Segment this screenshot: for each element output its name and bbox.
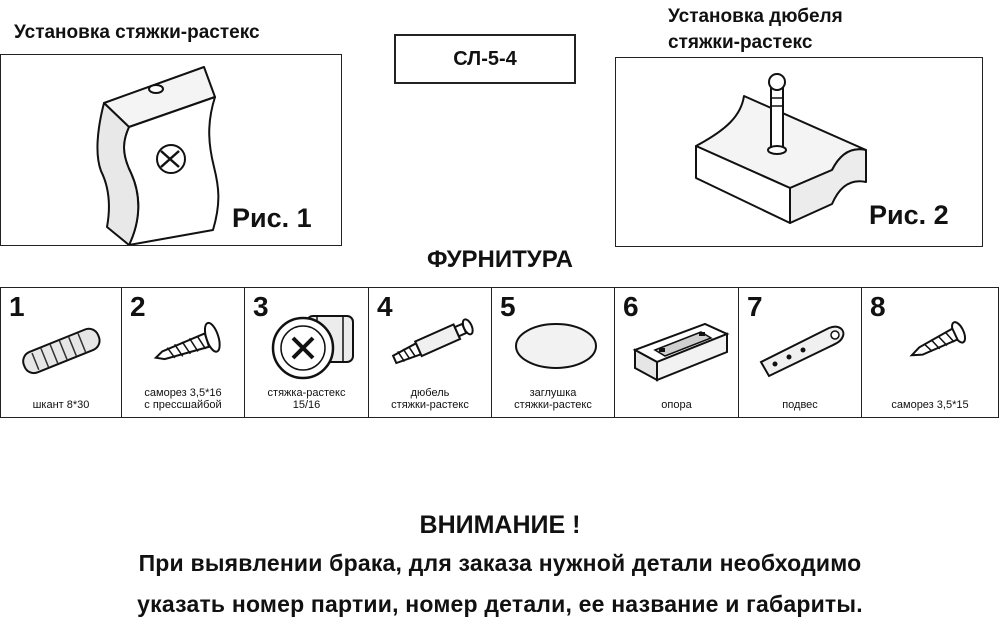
- dowel-icon: [22, 327, 101, 375]
- product-code-box: СЛ-5-4: [394, 34, 576, 84]
- support-icon: [632, 322, 730, 382]
- figure2-box: Рис. 2: [615, 57, 983, 247]
- warning-line-1: При выявлении брака, для заказа нужной д…: [138, 550, 862, 576]
- part-cell-6: 6 опора: [615, 288, 739, 417]
- part-number: 1: [9, 291, 25, 322]
- cam-bolt-installation-illustration: [695, 73, 867, 224]
- cam-lock-installation-illustration: [96, 66, 220, 246]
- part-cell-8: 8 саморез 3,5*15: [862, 288, 998, 417]
- press-washer-screw-icon: [153, 321, 221, 361]
- part-cell-3: 3 стяжка-растекс 15/16: [245, 288, 369, 417]
- hanger-icon: [759, 325, 845, 378]
- figure1-label: Рис. 1: [232, 203, 312, 233]
- figure1-title: Установка стяжки-растекс: [14, 22, 260, 43]
- part-cell-7: 7 подвес: [739, 288, 862, 417]
- figure2-title-line1: Установка дюбеля: [668, 6, 843, 27]
- part-caption: саморез 3,5*16 с прессшайбой: [144, 387, 222, 411]
- warning-title: ВНИМАНИЕ !: [419, 511, 581, 539]
- part-number: 2: [130, 291, 146, 322]
- part-cell-2: 2 саморез 3,5*16 с прессшайбой: [122, 288, 245, 417]
- figure2-title-line2: стяжки-растекс: [668, 32, 813, 53]
- part-caption: саморез 3,5*15: [891, 399, 969, 411]
- hardware-section-title: ФУРНИТУРА: [427, 246, 573, 273]
- screw-icon: [909, 321, 967, 357]
- part-cell-5: 5 заглушка стяжки-растекс: [492, 288, 615, 417]
- part-cell-4: 4 дюбель стяжки-растекс: [369, 288, 492, 417]
- part-number: 4: [377, 291, 393, 322]
- part-cell-1: 1 шкант 8*30: [1, 288, 122, 417]
- figure2-label: Рис. 2: [869, 200, 949, 230]
- part-caption: подвес: [782, 399, 818, 411]
- cam-bolt-icon: [391, 318, 474, 365]
- part-caption: дюбель стяжки-растекс: [391, 387, 469, 411]
- warning-line-2: указать номер партии, номер детали, ее н…: [137, 591, 863, 617]
- part-number: 3: [253, 291, 269, 322]
- product-code: СЛ-5-4: [453, 47, 517, 70]
- part-caption: шкант 8*30: [32, 399, 90, 411]
- part-number: 6: [623, 291, 639, 322]
- part-number: 5: [500, 291, 516, 322]
- part-number: 8: [870, 291, 886, 322]
- cam-lock-icon: [271, 315, 354, 380]
- part-caption: стяжка-растекс 15/16: [267, 387, 346, 411]
- figure1-box: Рис. 1: [0, 54, 342, 246]
- part-caption: заглушка стяжки-растекс: [514, 387, 592, 411]
- part-caption: опора: [661, 399, 692, 411]
- hardware-parts-strip: 1 шкант 8*30 2 саморез 3,5*16 с прессшай…: [0, 287, 999, 418]
- cover-cap-icon: [515, 323, 597, 369]
- part-number: 7: [747, 291, 763, 322]
